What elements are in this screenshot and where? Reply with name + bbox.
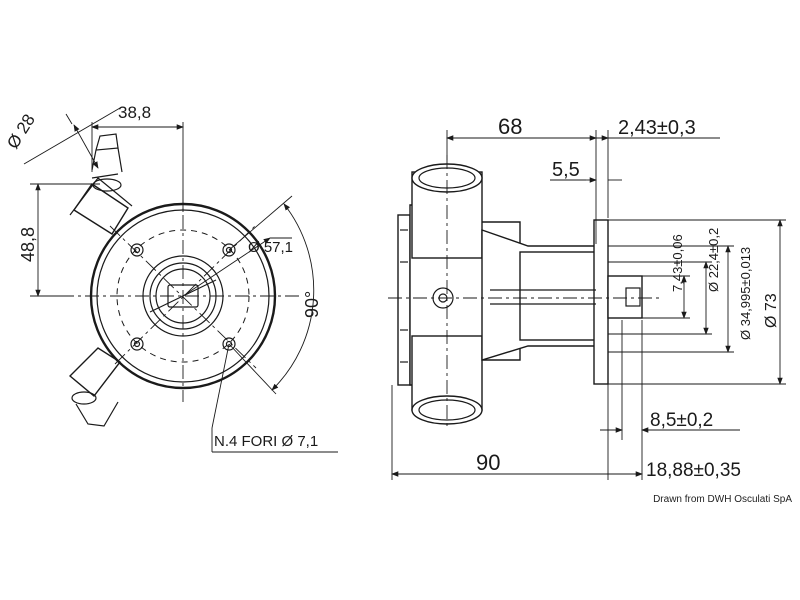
dim-angle-90: 90° (302, 291, 322, 318)
drive-shaft (607, 275, 643, 319)
credit-text: Drawn from DWH Osculati SpA (653, 494, 792, 505)
dim-d57-1: Ø 57,1 (248, 239, 293, 256)
dim-holes-label: N.4 FORI Ø 7,1 (214, 433, 318, 450)
dim-68: 68 (498, 114, 522, 139)
mounting-flange (593, 219, 609, 385)
dim-38-8: 38,8 (118, 103, 151, 122)
lower-outlet-pipe (68, 347, 122, 427)
side-view (388, 130, 786, 480)
mounting-holes (130, 243, 236, 351)
dim-d22-4: Ø 22,4±0,2 (706, 228, 721, 292)
front-view (23, 107, 338, 453)
back-cover (397, 214, 411, 386)
dim-d73: Ø 73 (763, 293, 780, 328)
dim-7-43: 7,43±0,06 (670, 234, 685, 292)
dim-5-5: 5,5 (552, 159, 580, 181)
dim-90: 90 (476, 450, 500, 475)
dim-48-8: 48,8 (18, 227, 38, 262)
dim-2-43: 2,43±0,3 (618, 117, 696, 139)
dim-18-88: 18,88±0,35 (646, 460, 741, 481)
dim-8-5: 8,5±0,2 (650, 410, 713, 431)
dim-d28: Ø 28 (3, 111, 39, 152)
dim-d34-995: Ø 34,995±0,013 (738, 247, 753, 340)
